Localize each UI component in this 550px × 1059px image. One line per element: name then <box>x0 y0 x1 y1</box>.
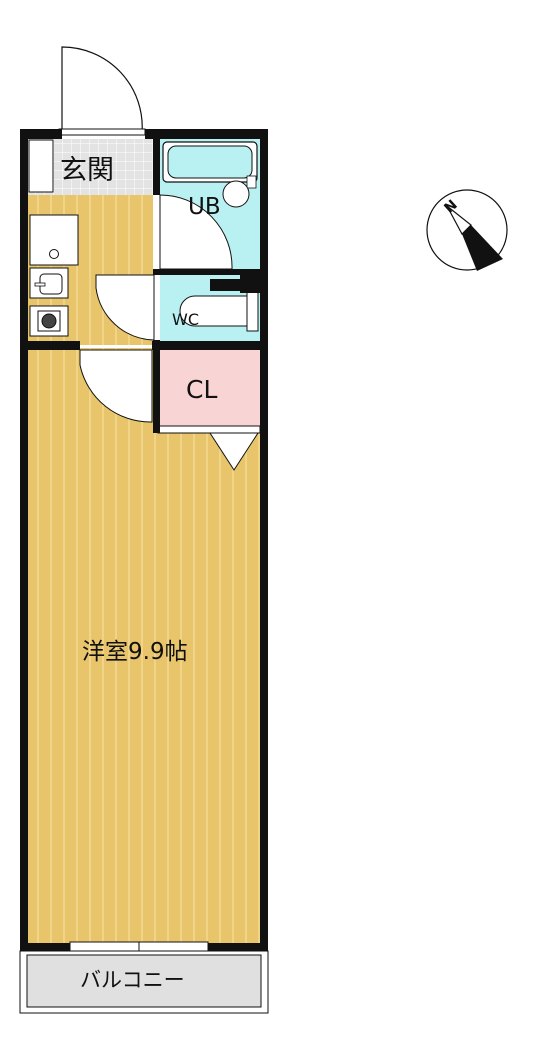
room-door-swing <box>79 349 153 423</box>
kitchen-counter <box>29 214 79 337</box>
bathtub <box>162 141 258 208</box>
balcony <box>19 950 269 1014</box>
compass-icon: N <box>426 189 508 271</box>
shoe-cabinet <box>28 139 54 193</box>
closet-label: CL <box>186 375 217 404</box>
wc-door-swing <box>95 274 155 341</box>
unit-bath-label: UB <box>188 194 221 220</box>
closet-floor <box>160 350 260 426</box>
toilet-label: WC <box>172 310 199 329</box>
balcony-label: バルコニー <box>80 968 185 992</box>
genkan-label: 玄関 <box>60 155 114 186</box>
bath-door-swing <box>159 194 233 270</box>
western-room-label: 洋室9.9帖 <box>82 639 188 665</box>
entrance-door <box>58 46 146 136</box>
walls <box>20 129 268 951</box>
balcony-window <box>69 941 209 952</box>
